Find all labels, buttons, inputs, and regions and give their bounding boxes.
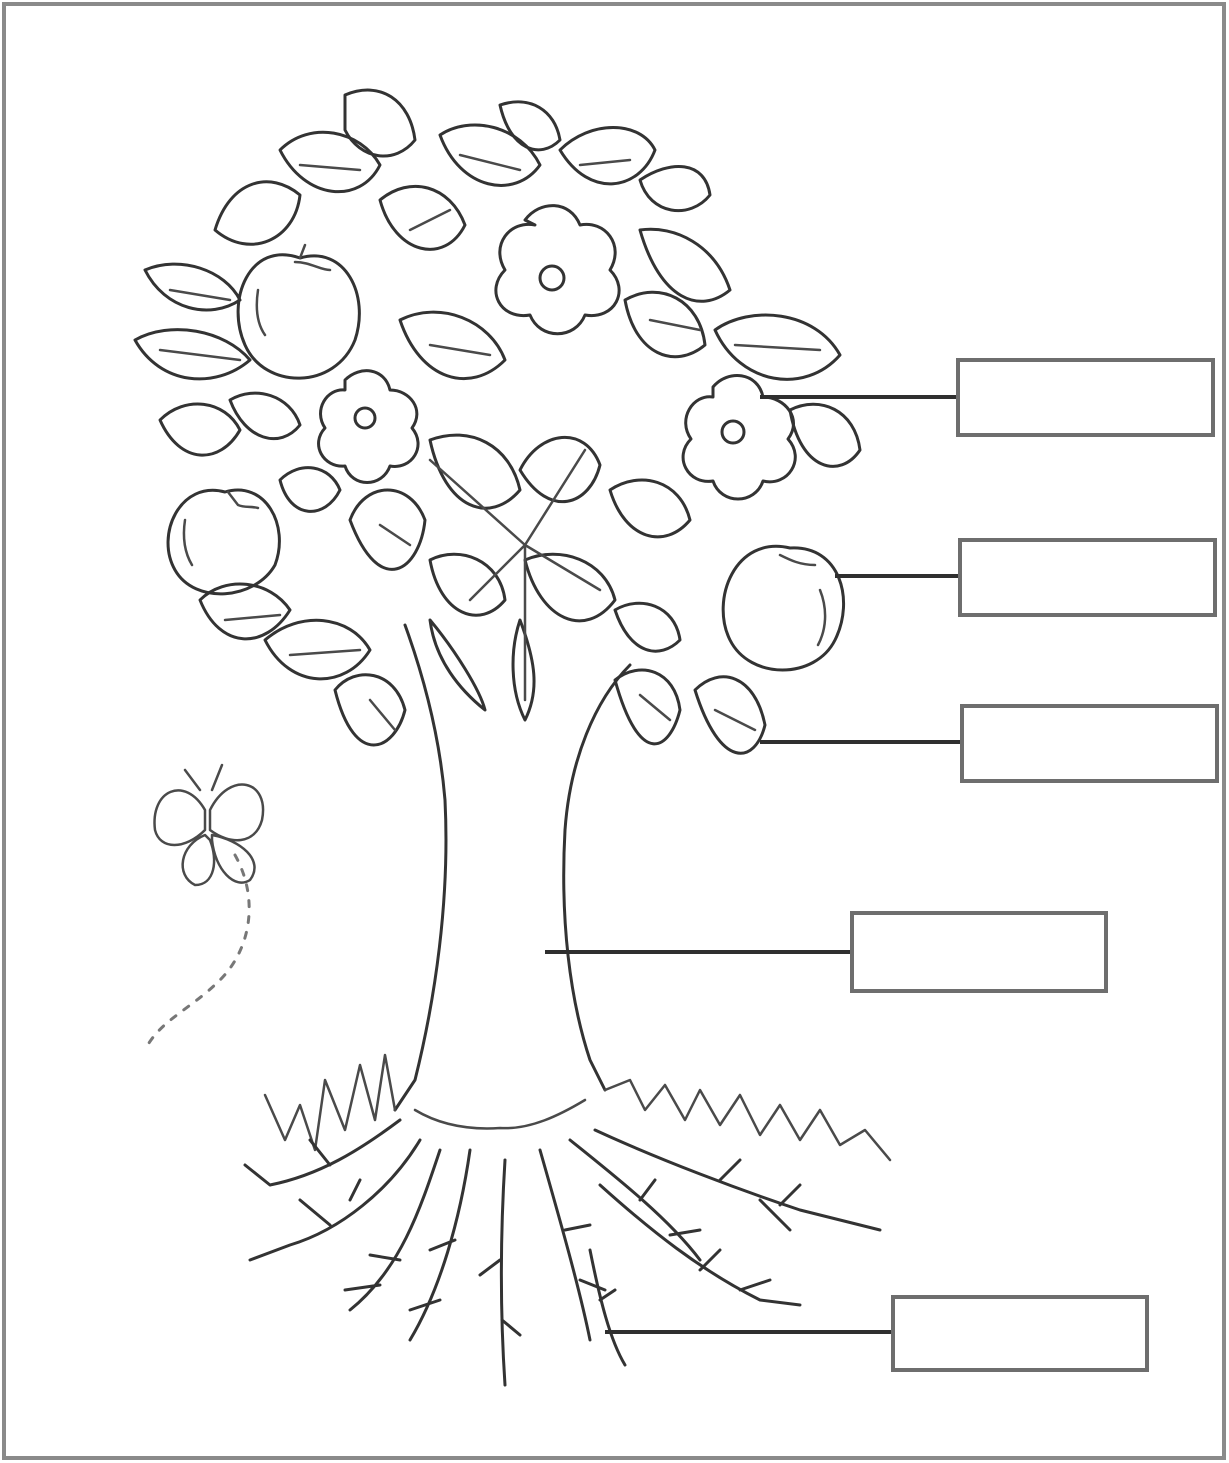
grass <box>263 1053 892 1162</box>
label-box-trunk[interactable] <box>850 911 1108 993</box>
trunk <box>393 623 632 1130</box>
roots <box>243 1118 882 1387</box>
tree-illustration <box>133 88 892 1387</box>
butterfly <box>143 763 265 1052</box>
canopy <box>133 88 862 755</box>
label-box-leaf[interactable] <box>960 704 1219 783</box>
flower-large <box>494 204 621 336</box>
label-box-fruit[interactable] <box>958 538 1217 617</box>
apple-top-left <box>236 243 361 380</box>
leader-lines <box>545 395 962 1334</box>
apple-right <box>721 544 846 672</box>
apple-left <box>166 488 281 596</box>
flower-left <box>317 369 420 484</box>
label-box-roots[interactable] <box>891 1295 1149 1372</box>
label-box-flower[interactable] <box>956 358 1215 437</box>
